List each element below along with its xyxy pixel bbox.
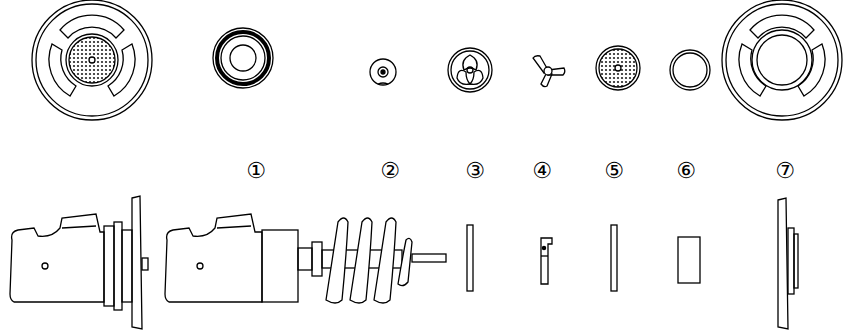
assembled-side-view <box>10 196 148 329</box>
housing-front <box>213 28 273 88</box>
plate-side <box>467 225 473 291</box>
callout-number: ④ <box>532 160 552 182</box>
knife-front <box>533 56 565 87</box>
ring-front <box>670 50 710 90</box>
auger-side <box>298 218 446 303</box>
screw-ring-side <box>778 198 798 329</box>
callout-number: ⑦ <box>775 160 795 182</box>
callout-number: ⑤ <box>604 160 624 182</box>
perforated-disc-side <box>611 225 617 291</box>
housing-side <box>165 214 298 302</box>
assembled-front-view <box>32 0 152 120</box>
callout-number: ① <box>246 160 266 182</box>
callout-number: ⑥ <box>676 160 696 182</box>
ring-side <box>678 237 700 283</box>
callout-number: ② <box>380 160 400 182</box>
callout-number: ③ <box>465 160 485 182</box>
perforated-disc-front <box>596 46 640 90</box>
plate-front <box>448 48 492 92</box>
knife-side <box>541 238 552 284</box>
auger-front <box>370 59 396 85</box>
screw-ring-front <box>722 0 842 120</box>
